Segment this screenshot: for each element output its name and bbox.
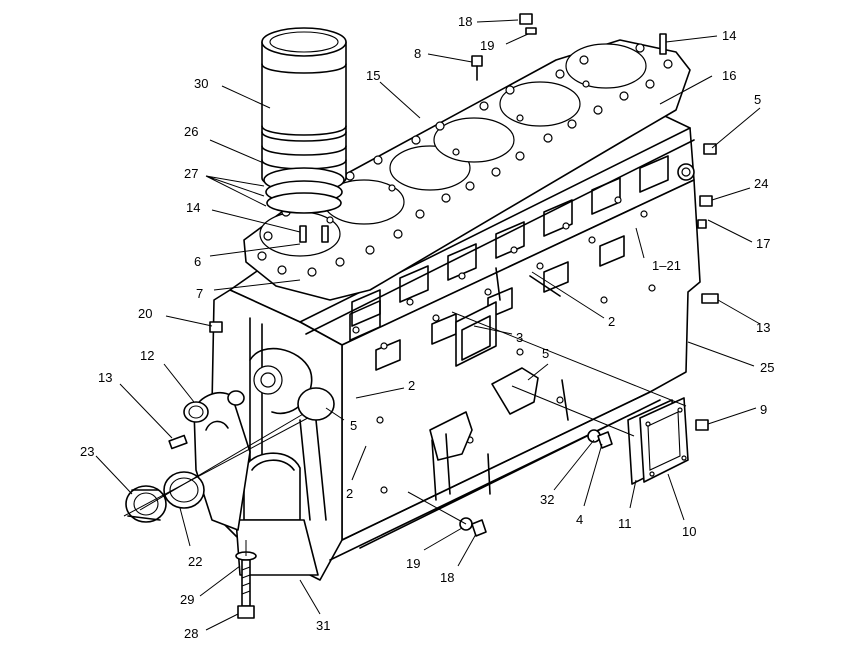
callout-16: 16 — [722, 68, 736, 83]
callout-6: 6 — [194, 254, 201, 269]
callout-15: 15 — [366, 68, 380, 83]
cylinder-liner — [261, 27, 347, 190]
cup-plug — [183, 401, 209, 423]
callout-8: 8 — [414, 46, 421, 61]
callout-19-lower: 19 — [406, 556, 420, 571]
callout-18-top: 18 — [458, 14, 472, 29]
callout-5-mid: 5 — [542, 346, 549, 361]
drain-plug-assembly — [587, 429, 613, 449]
front-dowel — [168, 434, 188, 450]
cover-bolt — [695, 419, 709, 431]
callout-24: 24 — [754, 176, 768, 191]
callout-labels: 18 19 14 8 30 15 16 5 26 27 24 14 17 6 1… — [80, 14, 774, 641]
callout-12: 12 — [140, 348, 154, 363]
bolt-24 — [699, 195, 713, 207]
callout-2-mid: 2 — [408, 378, 415, 393]
callout-28: 28 — [184, 626, 198, 641]
o-ring-seal — [227, 390, 245, 406]
deck-bolt-holes — [352, 196, 656, 494]
bolt-17 — [697, 219, 707, 229]
callout-14-top: 14 — [722, 28, 736, 43]
callout-25: 25 — [760, 360, 774, 375]
side-cover — [627, 397, 689, 485]
callout-10: 10 — [682, 524, 696, 539]
head-gasket — [243, 39, 691, 301]
callout-1-21: 1–21 — [652, 258, 681, 273]
front-face-details — [235, 317, 327, 576]
callout-9: 9 — [760, 402, 767, 417]
callout-3: 3 — [516, 330, 523, 345]
callout-27: 27 — [184, 166, 198, 181]
callout-2-lower: 2 — [346, 486, 353, 501]
callout-17: 17 — [756, 236, 770, 251]
callout-18-lower: 18 — [440, 570, 454, 585]
bolt-20 — [209, 321, 223, 333]
camshaft-seal-assembly — [123, 403, 335, 523]
callout-20: 20 — [138, 306, 152, 321]
callout-leaders — [95, 19, 761, 631]
dowel-pins — [299, 33, 667, 243]
rear-dowel — [701, 293, 719, 304]
callout-13-front: 13 — [98, 370, 112, 385]
top-bolts — [471, 13, 537, 81]
front-seal-ring — [297, 387, 335, 421]
bolt-5-rear — [703, 143, 717, 155]
callout-32: 32 — [540, 492, 554, 507]
callout-7: 7 — [196, 286, 203, 301]
callout-29: 29 — [180, 592, 194, 607]
callout-5-rear: 5 — [754, 92, 761, 107]
callout-19-top: 19 — [480, 38, 494, 53]
callout-23: 23 — [80, 444, 94, 459]
callout-14-left: 14 — [186, 200, 200, 215]
callout-26: 26 — [184, 124, 198, 139]
callout-22: 22 — [188, 554, 202, 569]
callout-5-front: 5 — [350, 418, 357, 433]
callout-31: 31 — [316, 618, 330, 633]
callout-13-rear: 13 — [756, 320, 770, 335]
callout-2-right: 2 — [608, 314, 615, 329]
callout-30: 30 — [194, 76, 208, 91]
lower-plug-assembly — [459, 517, 487, 537]
callout-4: 4 — [576, 512, 583, 527]
callout-11: 11 — [618, 516, 632, 531]
liner-seal-rings — [263, 167, 345, 214]
gasket-bolt-holes — [257, 43, 673, 277]
